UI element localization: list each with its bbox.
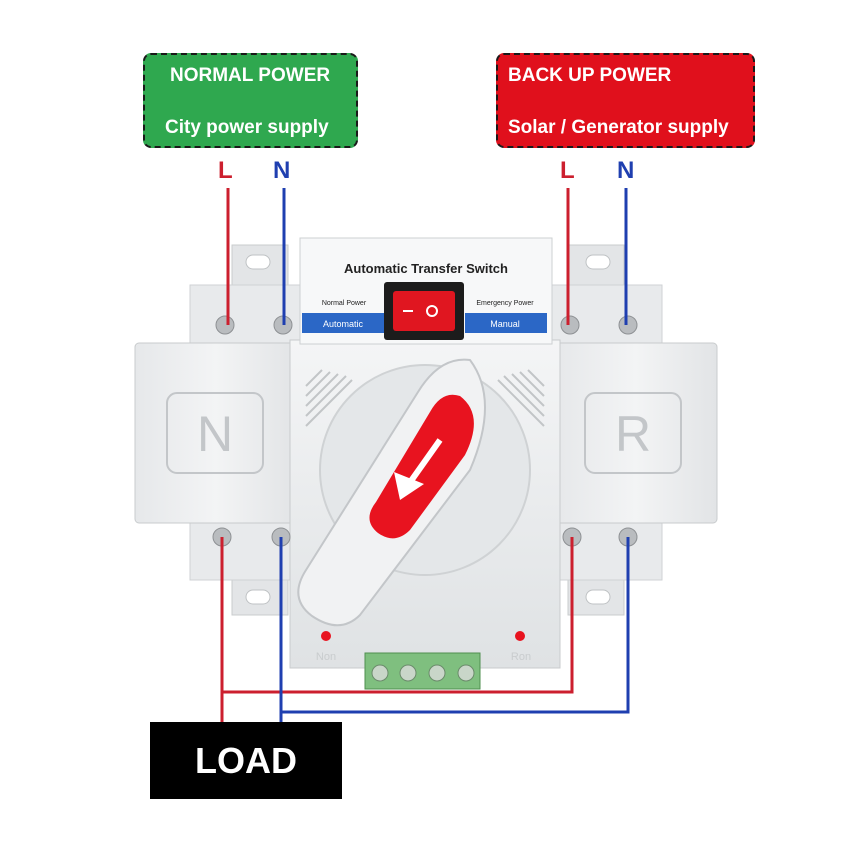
automatic-label: Automatic xyxy=(323,319,364,329)
normal-line-label: L xyxy=(218,157,233,184)
rocker-switch xyxy=(384,282,464,340)
right-module-letter: R xyxy=(615,406,651,462)
device-title: Automatic Transfer Switch xyxy=(344,261,508,276)
normal-power-mode-label: Normal Power xyxy=(322,300,367,307)
left-module-letter: N xyxy=(197,406,233,462)
emergency-power-mode-label: Emergency Power xyxy=(476,300,534,307)
normal-power-title: NORMAL POWER xyxy=(170,65,331,86)
mounting-ear-top-right xyxy=(567,244,625,286)
normal-power-box: NORMAL POWER City power supply xyxy=(143,53,358,148)
backup-power-subtitle: Solar / Generator supply xyxy=(508,117,729,138)
backup-power-box: BACK UP POWER Solar / Generator supply xyxy=(496,53,755,148)
indicator-led-right xyxy=(515,631,525,641)
normal-power-subtitle: City power supply xyxy=(165,117,329,138)
backup-line-label: L xyxy=(560,157,575,184)
normal-neutral-label: N xyxy=(273,157,291,184)
load-box: LOAD xyxy=(150,722,342,799)
manual-label: Manual xyxy=(490,319,520,329)
right-module xyxy=(554,342,718,524)
line-wires xyxy=(220,188,574,722)
bottom-terminal-block-right xyxy=(549,519,663,581)
vent-slots-right xyxy=(497,369,545,427)
load-label: LOAD xyxy=(195,739,297,781)
left-indicator-label: Non xyxy=(316,651,336,663)
control-terminal-block xyxy=(364,652,481,690)
vent-slots-left xyxy=(305,369,353,427)
neutral-wires xyxy=(279,188,630,722)
backup-neutral-label: N xyxy=(617,157,635,184)
mounting-ear-bottom-left xyxy=(231,574,289,616)
transfer-handle xyxy=(297,358,486,627)
indicator-led-left xyxy=(321,631,331,641)
right-indicator-label: Ron xyxy=(511,651,531,663)
mounting-ear-bottom-right xyxy=(567,574,625,616)
mounting-ear-top-left xyxy=(231,244,289,286)
backup-power-title: BACK UP POWER xyxy=(508,65,672,86)
